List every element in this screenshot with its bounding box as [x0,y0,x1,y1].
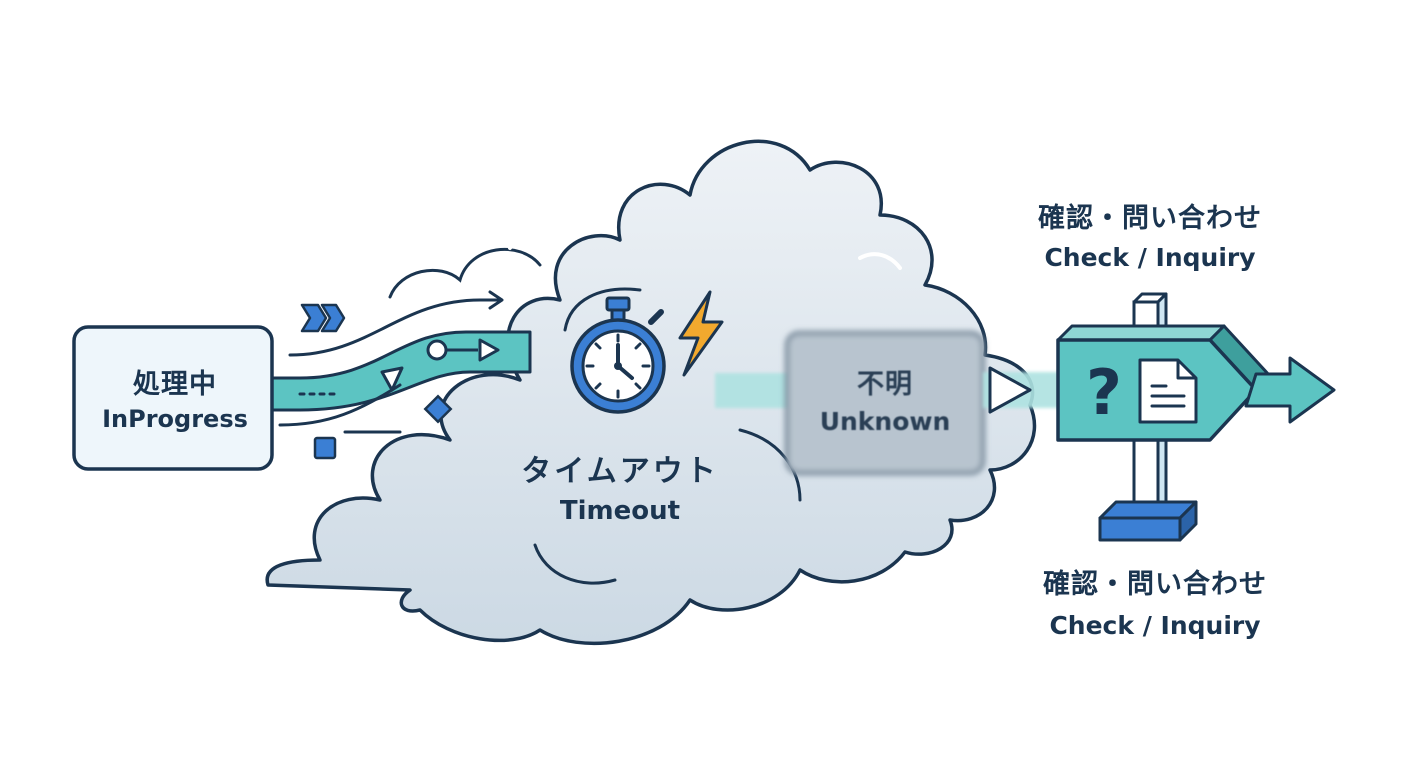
unknown-jp: 不明 [857,369,913,400]
timeout-jp: タイムアウト [521,454,719,489]
timeout-en: Timeout [559,496,681,526]
lightning-icon [678,290,724,377]
unknown-en: Unknown [819,407,951,436]
unknown-label: 不明 Unknown [790,362,980,436]
inprogress-box [72,325,274,471]
flow-band-in [270,290,532,434]
flow-band-mid [715,373,800,408]
timeout-label: タイムアウト Timeout [490,446,750,526]
question-mark-icon: ? [1086,356,1122,429]
inprogress-label: 処理中 InProgress [80,362,270,433]
diamond-shape [423,394,453,424]
document-icon [1138,358,1198,424]
arrow-triangle [988,366,1032,414]
check-bottom-en: Check / Inquiry [1049,611,1261,640]
check-top-jp: 確認・問い合わせ [1038,203,1262,234]
inprogress-en: InProgress [102,405,248,433]
inprogress-jp: 処理中 [133,369,217,400]
check-top-en: Check / Inquiry [1044,243,1256,272]
check-inquiry-label-top: 確認・問い合わせ Check / Inquiry [1000,196,1300,272]
check-bottom-jp: 確認・問い合わせ [1043,569,1267,600]
arrow-icon [1244,356,1336,424]
check-inquiry-label-bottom: 確認・問い合わせ Check / Inquiry [1005,562,1305,640]
stopwatch-icon [570,296,666,414]
chevron-double-icon [300,303,346,333]
square-shape [313,436,337,460]
